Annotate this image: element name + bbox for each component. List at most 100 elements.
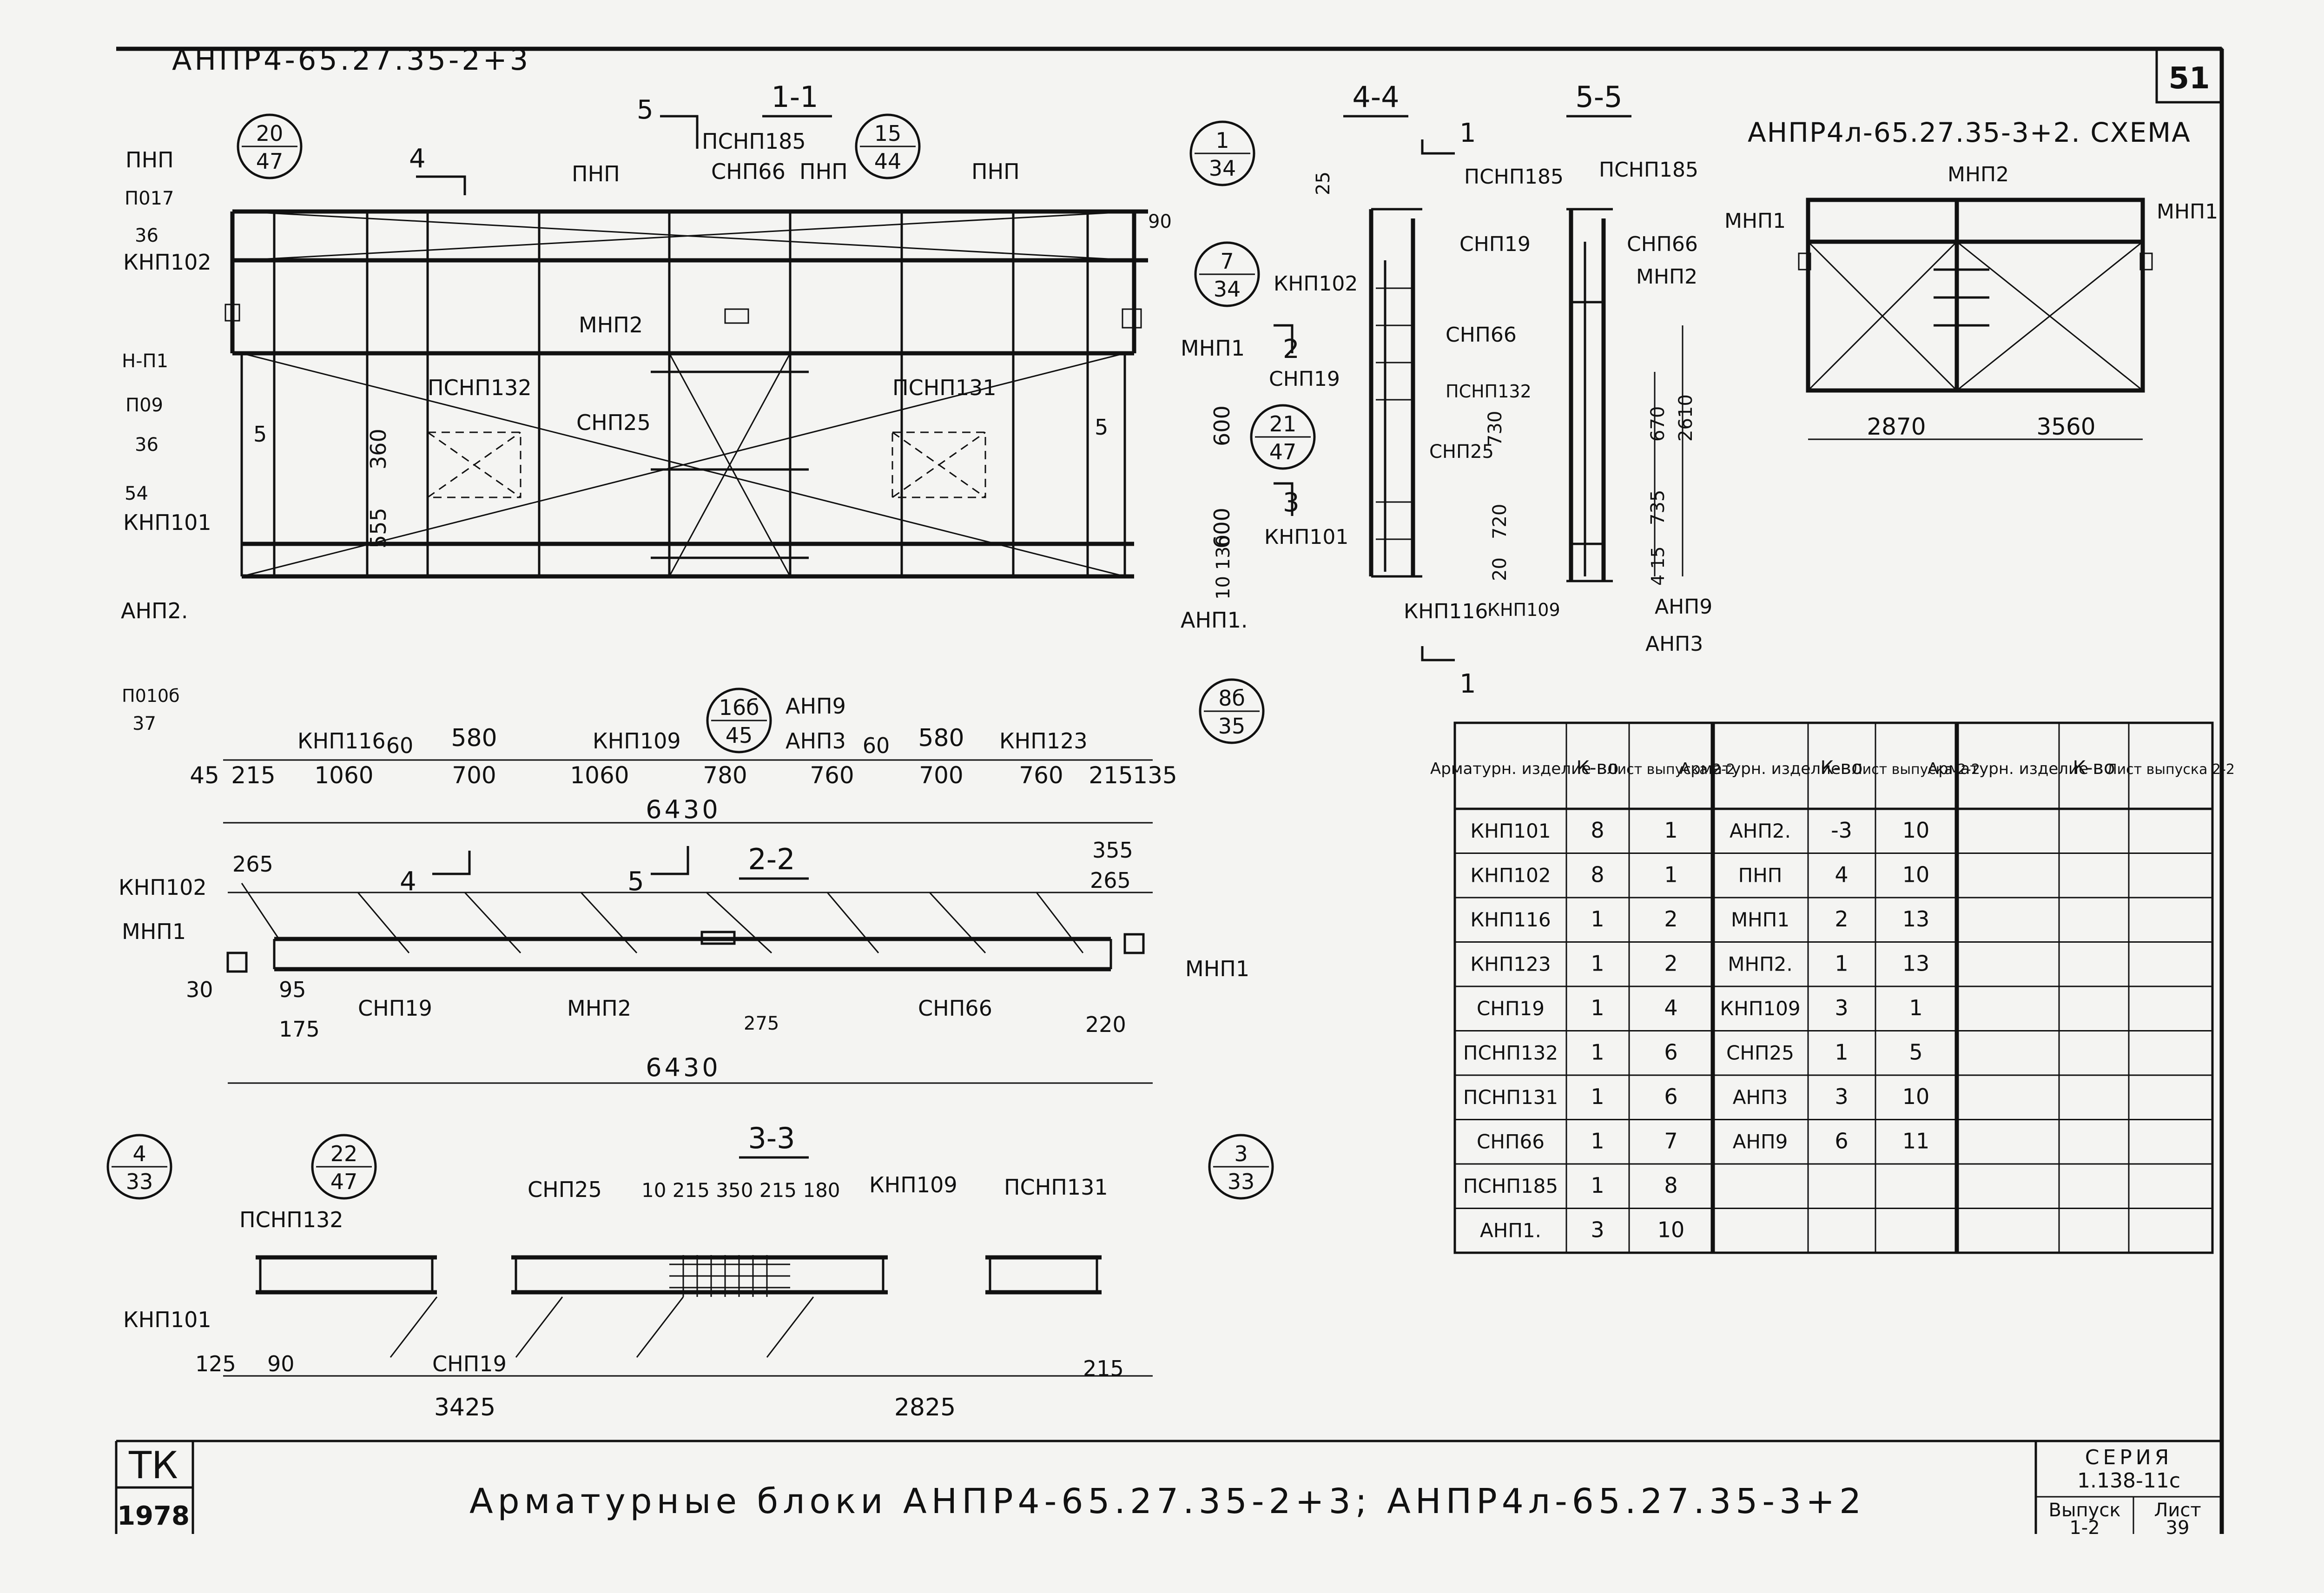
label-anp9: АНП9: [786, 694, 846, 719]
spec-cell-1-6-0: ПСНП131: [1463, 1086, 1558, 1109]
callout-22-47-bottom: 47: [330, 1169, 358, 1194]
mark-2-2-5: 5: [627, 866, 644, 897]
dim-3-3-215: 215: [1083, 1356, 1124, 1381]
mark-2-2-4: 4: [400, 866, 416, 897]
mark-5-top: 5: [637, 95, 654, 125]
dim-3-3-3425: 3425: [434, 1394, 495, 1421]
callout-1-34-top: 1: [1215, 128, 1229, 153]
spec-cell-2-4-0: КНП109: [1720, 997, 1800, 1020]
label-scheme-mnp2: МНП2: [1948, 163, 2009, 186]
label-pnp-right: ПНП: [971, 159, 1020, 184]
callout-1-34: 1 34: [1189, 120, 1255, 186]
stamp-tk: ТК: [128, 1444, 178, 1487]
left-frag-7: Н-П1: [122, 350, 168, 372]
label-2-2-snp66: СНП66: [918, 996, 992, 1021]
label-4-4-snp19: СНП19: [1269, 367, 1340, 391]
labels-scheme: МНП2 МНП1 МНП1 2870 3560: [1724, 163, 2218, 440]
label-snp66: СНП66: [711, 159, 786, 184]
spec-cell-2-2-2: 13: [1902, 906, 1930, 932]
spec-header-qty-2: К-во: [1821, 757, 1863, 779]
spec-cell-2-6-2: 10: [1902, 1084, 1930, 1109]
spec-cell-1-4-0: СНП19: [1477, 997, 1545, 1020]
label-4-4-knp101: КНП101: [1264, 525, 1348, 549]
spec-header-qty-1: К-во: [1577, 757, 1619, 779]
left-frag-5: П010б: [122, 686, 180, 706]
dim-600a: 600: [1209, 405, 1235, 446]
spec-cell-1-2-0: КНП116: [1470, 908, 1551, 931]
label-2-2-mnp1-left: МНП1: [122, 919, 186, 944]
dim-5a: 5: [253, 422, 267, 447]
dim-1-1-top-60a-label: 60: [386, 733, 414, 758]
label-3-3-snp25: СНП25: [528, 1177, 602, 1202]
labels-3-3: ПСНП132 ПСНП131 СНП25 КНП109 КНП101 СНП1…: [123, 1172, 1124, 1421]
spec-cell-2-3-2: 13: [1902, 951, 1930, 976]
header-code: АНПР4-65.27.35-2+3: [172, 43, 531, 77]
left-frag-1: П017: [125, 188, 174, 209]
spec-cell-1-9-2: 10: [1657, 1217, 1685, 1243]
sheet-frame: [115, 46, 2224, 1534]
spec-cell-1-0-1: 8: [1591, 818, 1604, 843]
callout-7-34-top: 7: [1220, 249, 1234, 274]
callout-16b-45: 16б 45: [706, 687, 772, 754]
labels-5-5: ПСНП185 СНП19 СНП66 МНП2 АНП9 АНП3 670 2…: [1459, 158, 1712, 656]
spec-cell-1-0-0: КНП101: [1470, 820, 1551, 842]
spec-table: Арматурн. изделие К-во Лист выпуска 2-2 …: [1430, 721, 2235, 1254]
spec-cell-2-0-2: 10: [1902, 818, 1930, 843]
label-mnp1: МНП1: [1181, 336, 1245, 361]
spec-cell-2-7-2: 11: [1902, 1129, 1930, 1154]
dim-4-4-25: 25: [1313, 172, 1334, 195]
dim-5-5-670: 670: [1647, 406, 1669, 442]
callout-4-33-bottom: 33: [126, 1169, 153, 1194]
dim-scheme-2870: 2870: [1867, 413, 1926, 440]
dim-3-3-2825: 2825: [894, 1394, 956, 1421]
spec-cell-2-3-0: МНП2.: [1728, 953, 1792, 976]
spec-cell-2-5-1: 1: [1835, 1040, 1848, 1065]
spec-cell-1-3-2: 2: [1664, 951, 1677, 976]
dim-1-1-b0: 45: [190, 762, 219, 789]
spec-header-sheet-1: Лист выпуска 2-2: [1607, 761, 1735, 778]
spec-cell-1-1-1: 8: [1591, 862, 1604, 887]
left-frag-2: 36: [135, 225, 158, 246]
dim-2-2-220: 220: [1085, 1012, 1126, 1037]
callout-21-47-bottom: 47: [1269, 439, 1297, 464]
callout-4-33-top: 4: [132, 1141, 146, 1166]
series-label: СЕРИЯ: [2085, 1446, 2173, 1469]
dim-4-4-730: 730: [1485, 411, 1506, 446]
dim-scheme-3560: 3560: [2036, 413, 2095, 440]
spec-cell-1-7-2: 7: [1664, 1129, 1677, 1154]
dim-360: 360: [366, 429, 391, 469]
spec-header-item-2: Арматурн. изделие: [1680, 760, 1841, 778]
callout-8b-35: 8б 35: [1199, 678, 1265, 744]
spec-cell-1-0-2: 1: [1664, 818, 1677, 843]
view-title-2-2: 2-2: [748, 842, 795, 876]
label-mnp2: МНП2: [579, 312, 643, 337]
dim-2-2-265a: 265: [232, 852, 273, 877]
spec-cell-1-5-2: 6: [1664, 1040, 1677, 1065]
section-3-3-drawing: [223, 1255, 1153, 1377]
callout-15-44: 15 44: [855, 113, 921, 179]
label-scheme-mnp1-left: МНП1: [1724, 209, 1786, 233]
label-psnp132: ПСНП132: [428, 375, 532, 400]
label-pnp-mid2: ПНП: [799, 159, 848, 184]
view-title-1-1: 1-1: [771, 80, 818, 114]
spec-cell-1-3-1: 1: [1591, 951, 1604, 976]
dim-1-1-top-60a: 60: [386, 733, 414, 758]
dim-4-4-20: 20: [1489, 557, 1511, 581]
stamp-year: 1978: [117, 1501, 190, 1531]
callout-21-47: 21 47: [1250, 404, 1316, 470]
label-3-3-psnp132: ПСНП132: [239, 1207, 343, 1232]
label-4-4-knp102: КНП102: [1274, 272, 1358, 296]
spec-cell-1-9-0: АНП1.: [1480, 1219, 1541, 1242]
label-2-2-snp19: СНП19: [358, 996, 432, 1021]
dim-1-1-top-580a: 580: [451, 724, 497, 752]
spec-cell-2-5-0: СНП25: [1726, 1042, 1794, 1064]
dim-5-5-415: 4 15: [1648, 546, 1668, 586]
label-knp123: КНП123: [999, 728, 1088, 754]
spec-cell-1-4-2: 4: [1664, 995, 1677, 1020]
dim-1-1-b10: 135: [1133, 762, 1177, 789]
label-5-5-snp66: СНП66: [1627, 232, 1698, 256]
list-label: Лист: [2154, 1500, 2201, 1521]
labels-2-2: КНП102 МНП1 МНП1 СНП19 МНП2 СНП66 4 5 26…: [119, 838, 1249, 1082]
